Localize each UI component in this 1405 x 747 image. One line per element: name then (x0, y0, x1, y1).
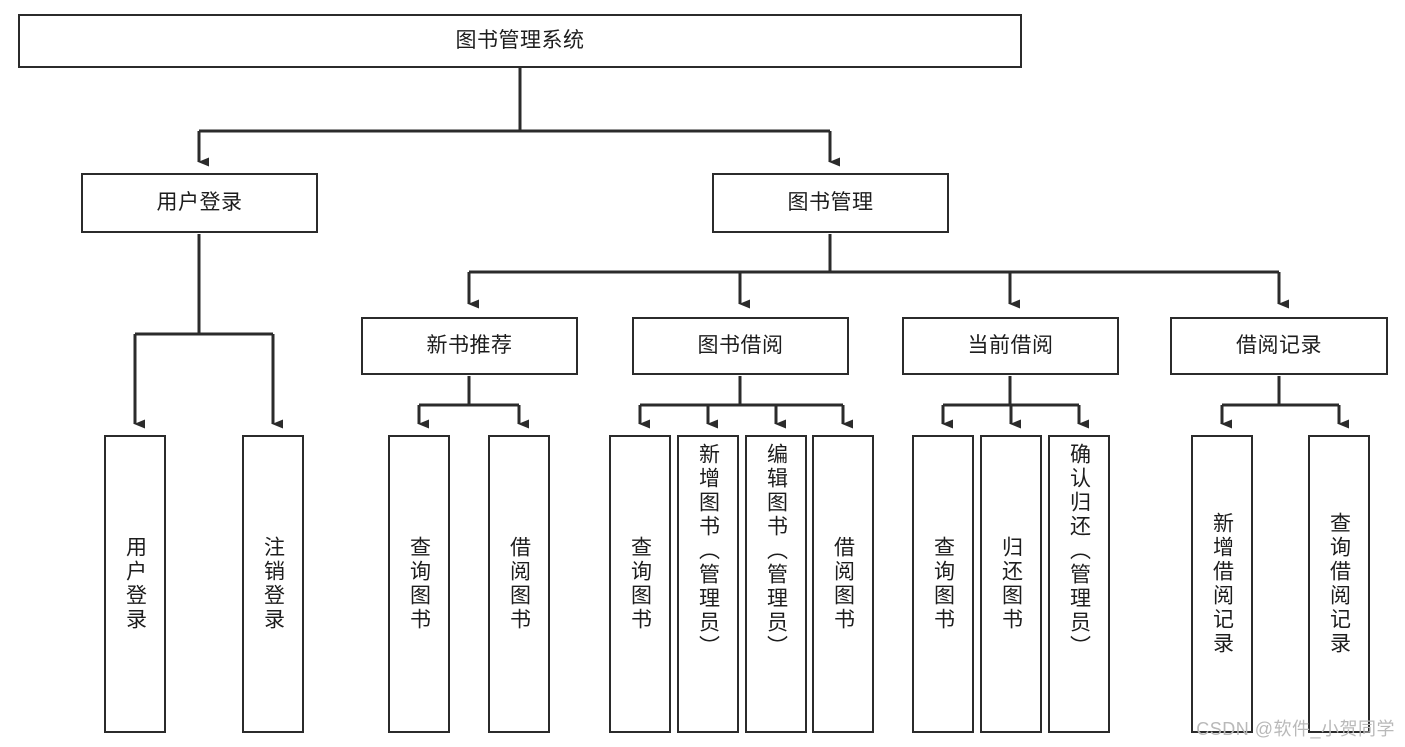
node-book-borrowing[interactable]: 图书借阅 (632, 317, 849, 375)
node-label: 确认归还（管理员） (1067, 443, 1091, 659)
node-label: 用户登录 (123, 536, 147, 632)
node-label: 当前借阅 (967, 334, 1054, 358)
node-leaf-return-books[interactable]: 归还图书 (980, 435, 1042, 733)
node-label: 新书推荐 (426, 334, 513, 358)
node-label: 图书管理 (787, 191, 874, 215)
node-label: 归还图书 (999, 536, 1023, 632)
node-user-login[interactable]: 用户登录 (81, 173, 318, 233)
node-label: 查询图书 (407, 536, 431, 632)
node-leaf-query-books-borrow[interactable]: 查询图书 (609, 435, 671, 733)
node-current-borrowing[interactable]: 当前借阅 (902, 317, 1119, 375)
node-new-book-recommendation[interactable]: 新书推荐 (361, 317, 578, 375)
node-label: 借阅图书 (831, 536, 855, 632)
node-label: 用户登录 (156, 191, 243, 215)
node-label: 新增借阅记录 (1210, 512, 1234, 656)
node-label: 新增图书（管理员） (696, 443, 720, 659)
node-leaf-borrow-books-recommend[interactable]: 借阅图书 (488, 435, 550, 733)
node-leaf-add-borrow-record[interactable]: 新增借阅记录 (1191, 435, 1253, 733)
node-leaf-query-borrow-record[interactable]: 查询借阅记录 (1308, 435, 1370, 733)
node-leaf-add-book-admin[interactable]: 新增图书（管理员） (677, 435, 739, 733)
node-label: 注销登录 (261, 536, 285, 632)
node-leaf-borrow-books[interactable]: 借阅图书 (812, 435, 874, 733)
node-label: 查询图书 (628, 536, 652, 632)
node-leaf-confirm-return-admin[interactable]: 确认归还（管理员） (1048, 435, 1110, 733)
node-leaf-query-books-recommend[interactable]: 查询图书 (388, 435, 450, 733)
node-leaf-logout[interactable]: 注销登录 (242, 435, 304, 733)
node-root-system[interactable]: 图书管理系统 (18, 14, 1022, 68)
node-label: 图书借阅 (697, 334, 784, 358)
node-book-management[interactable]: 图书管理 (712, 173, 949, 233)
node-leaf-query-books-current[interactable]: 查询图书 (912, 435, 974, 733)
node-label: 图书管理系统 (455, 29, 585, 53)
node-borrow-records[interactable]: 借阅记录 (1170, 317, 1388, 375)
node-label: 借阅图书 (507, 536, 531, 632)
node-label: 编辑图书（管理员） (764, 443, 788, 659)
node-leaf-edit-book-admin[interactable]: 编辑图书（管理员） (745, 435, 807, 733)
node-label: 查询图书 (931, 536, 955, 632)
node-label: 查询借阅记录 (1327, 512, 1351, 656)
node-label: 借阅记录 (1236, 334, 1322, 358)
node-leaf-user-login[interactable]: 用户登录 (104, 435, 166, 733)
